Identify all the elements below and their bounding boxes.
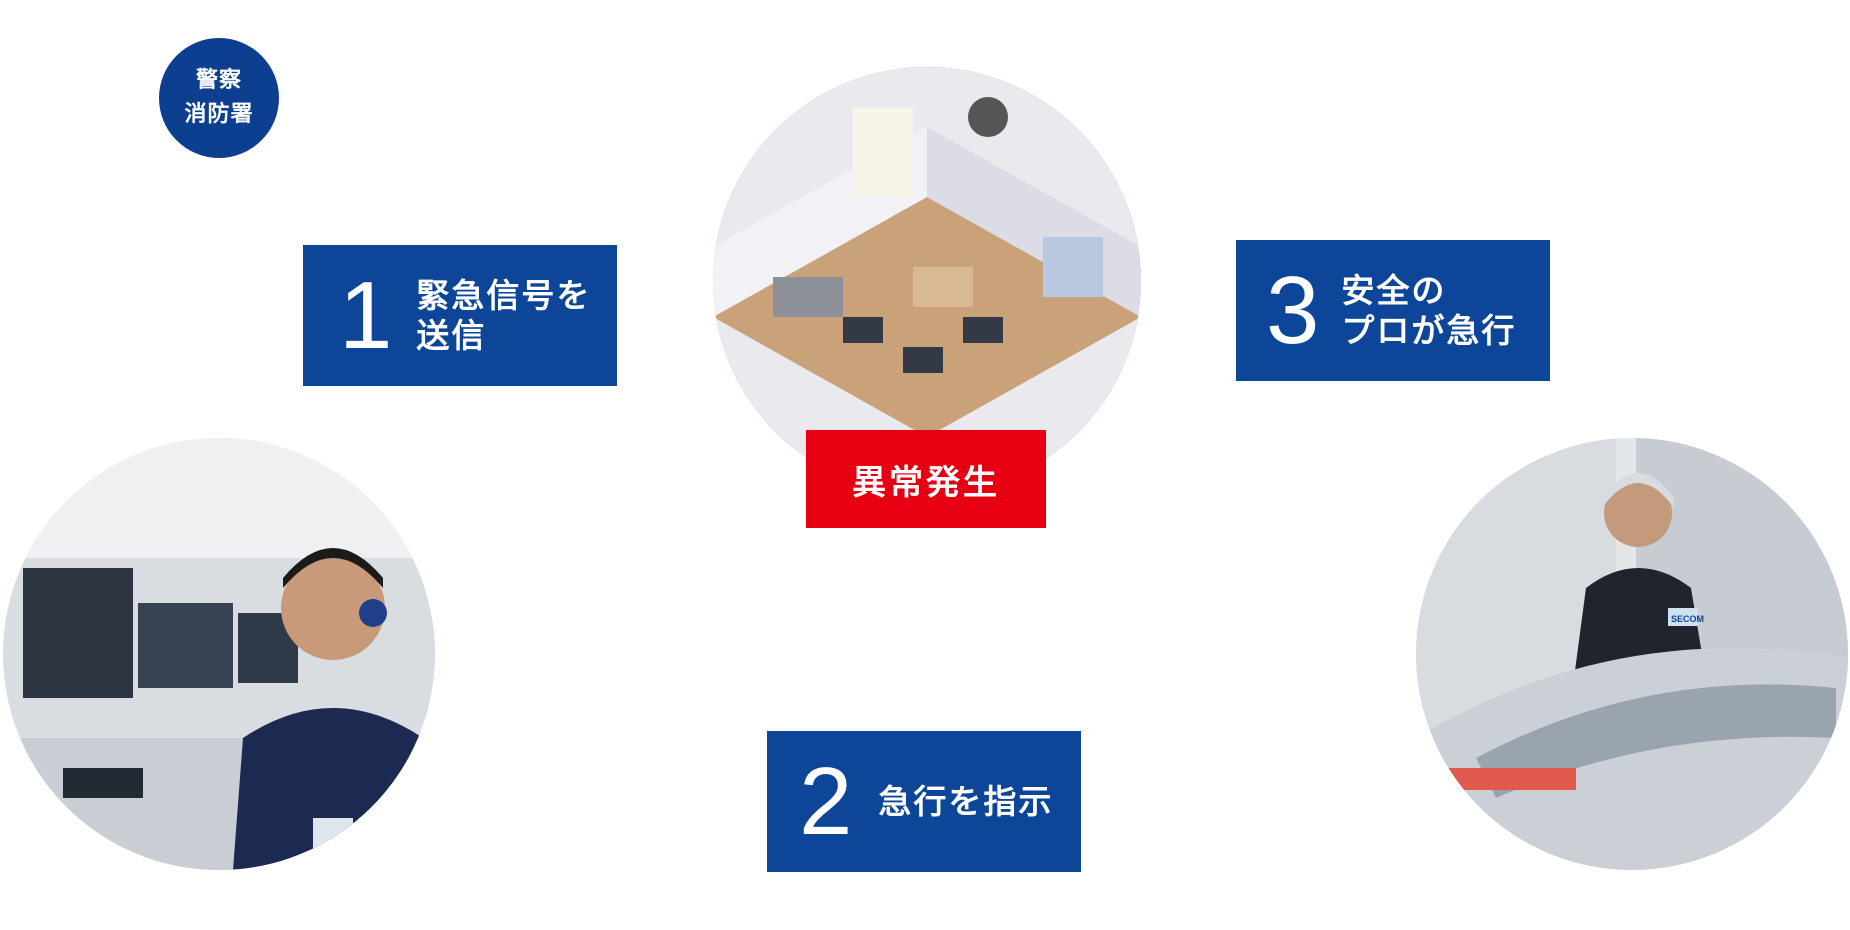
step1-number: 1: [339, 261, 393, 369]
office-illustration-image: [713, 67, 1141, 495]
step1-label-line1: 緊急信号を: [416, 275, 592, 315]
step1-box: 1 緊急信号を 送信: [303, 245, 617, 386]
guard-badge-text: SECOM: [1671, 614, 1704, 624]
police-fire-station-badge: 警察 消防署: [159, 38, 279, 158]
step1-label-line2: 送信: [416, 315, 487, 355]
control-center-operator-photo: [3, 438, 435, 870]
step3-label-line1: 安全の: [1341, 270, 1447, 310]
step3-number: 3: [1266, 256, 1320, 364]
step3-label: 安全の プロが急行: [1341, 271, 1516, 351]
badge-line1: 警察: [195, 68, 242, 93]
step2-label: 急行を指示: [878, 781, 1054, 821]
anomaly-alert-label: 異常発生: [806, 430, 1046, 528]
step3-label-line2: プロが急行: [1341, 310, 1517, 350]
step1-label: 緊急信号を 送信: [416, 276, 591, 356]
step2-number: 2: [799, 747, 853, 855]
step2-box: 2 急行を指示: [767, 731, 1081, 872]
step3-box: 3 安全の プロが急行: [1236, 240, 1550, 381]
security-guard-photo: SECOM: [1416, 438, 1848, 870]
badge-line2: 消防署: [184, 102, 254, 127]
